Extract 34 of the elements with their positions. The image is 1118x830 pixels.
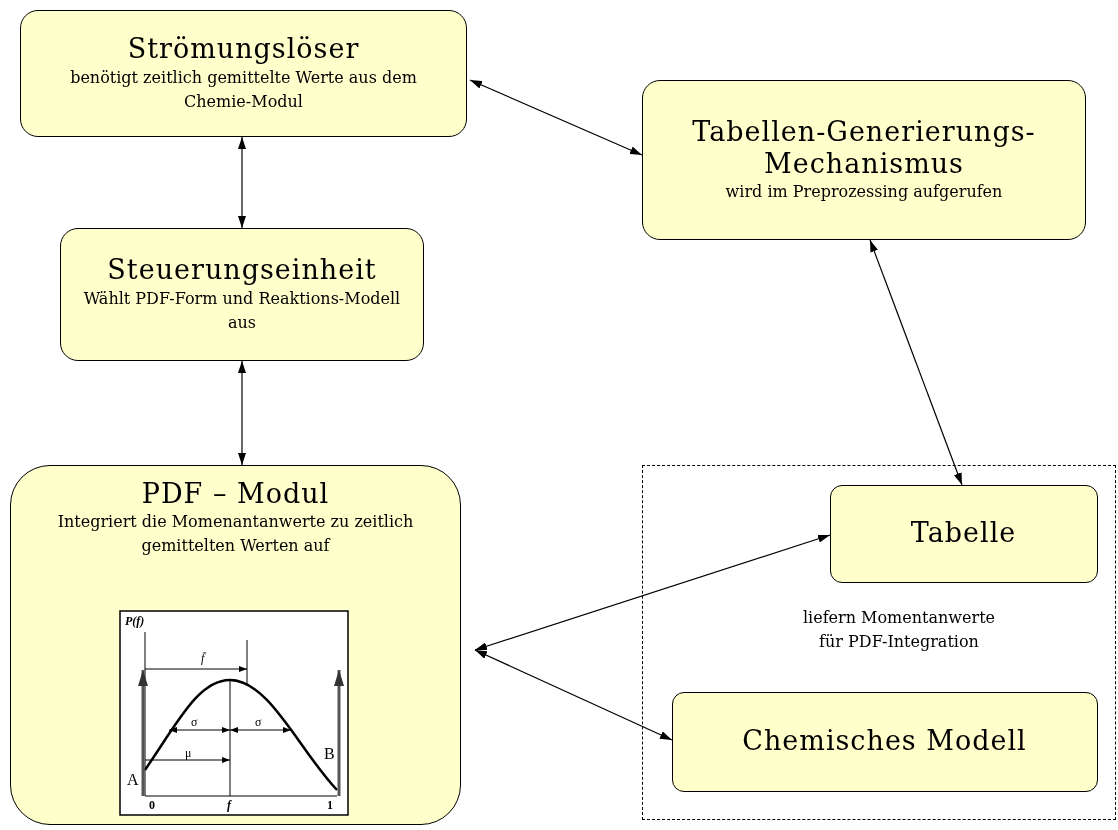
double-arrow (469, 79, 643, 156)
node-description: Integriert die Momenantanwerte zu zeitlich gemittelten Werten auf (56, 511, 415, 558)
double-arrow (474, 534, 831, 651)
axis-label: P(f) (125, 615, 145, 627)
double-arrow (238, 360, 246, 466)
process-box (829, 484, 1098, 583)
dimension-label: μ (185, 747, 192, 759)
module-box (10, 465, 461, 825)
mean-label: f̄ (201, 652, 205, 664)
process-box (642, 80, 1086, 240)
node-title: Chemisches Modell (741, 725, 1028, 758)
tick-label: 1 (327, 799, 333, 811)
axis-label: B (324, 746, 335, 762)
dimension-label: σ (191, 716, 198, 728)
node-description: wird im Preprozessing aufgerufen (724, 181, 1004, 204)
node-title: Strömungslöser (126, 33, 361, 66)
node-description: benötigt zeitlich gemittelte Werte aus dem Chemie-Modul (69, 66, 418, 113)
tick-label: 0 (149, 799, 155, 811)
node-title: Tabelle (909, 517, 1018, 550)
process-box (20, 10, 467, 137)
double-arrow (238, 136, 246, 229)
double-arrow (869, 239, 963, 486)
dimension-label: σ (255, 716, 262, 728)
process-box (60, 228, 424, 361)
axis-label: A (127, 772, 139, 788)
double-arrow (474, 649, 673, 741)
node-description: Wählt PDF-Form und Reaktions-Modell aus (82, 287, 402, 334)
node-title: PDF – Modul (140, 478, 331, 511)
node-title: Steuerungseinheit (106, 254, 378, 287)
dashed-group-frame (642, 465, 1116, 820)
node-title: Tabellen-Generierungs-Mechanismus (691, 115, 1037, 181)
node-description: liefern Momentanwerte für PDF-Integration (801, 607, 997, 653)
axis-label: f (227, 799, 231, 811)
process-box (671, 691, 1098, 792)
